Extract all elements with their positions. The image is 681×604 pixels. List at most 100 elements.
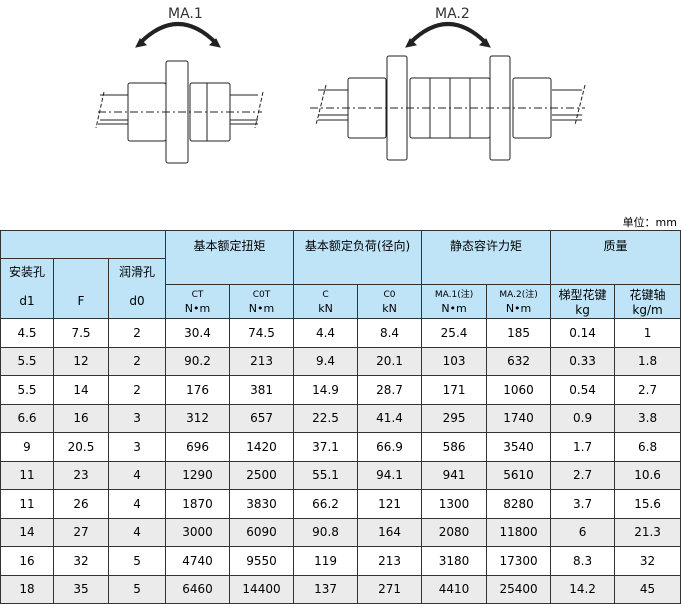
table-cell: 1 [614,318,681,348]
column-symbol: C0T [252,289,271,300]
table-cell: 0.14 [550,318,616,348]
column-unit: N•m [505,301,532,315]
moment-label-2: MA.2 [435,6,470,22]
header-blank [0,230,167,259]
table-cell: 17300 [486,546,552,576]
table-cell: 137 [293,574,359,604]
table-cell: 5 [107,574,167,604]
table-cell: 213 [357,546,423,576]
table-cell: 18 [0,574,54,604]
table-cell: 66.9 [357,432,423,462]
column-symbol: F [77,294,85,309]
table-cell: 1.7 [550,432,616,462]
table-cell: 1.8 [614,346,681,376]
table-cell: 5.5 [0,375,54,405]
table-cell: 12 [53,346,109,376]
column-unit: kN [382,301,397,315]
table-cell: 3 [107,403,167,433]
column-unit: kg/m [632,303,663,317]
column-symbol: MA.1(注) [434,289,474,300]
table-cell: 941 [421,460,488,490]
table-cell: 696 [165,432,231,462]
table-cell: 3000 [165,517,231,547]
header-static-moment: 静态容许力矩 [421,230,552,285]
table-cell: 0.54 [550,375,616,405]
table-cell: 90.8 [293,517,359,547]
table-cell: 41.4 [357,403,423,433]
table-cell: 6460 [165,574,231,604]
table-cell: 32 [614,546,681,576]
column-symbol: 梯型花键 [558,288,607,302]
moment-arrow-1: MA.1 [135,6,221,48]
table-cell: 27 [53,517,109,547]
table-cell: 119 [293,546,359,576]
double-flange-nut [310,55,586,161]
table-cell: 0.9 [550,403,616,433]
table-cell: 1870 [165,489,231,519]
table-cell: 2 [107,346,167,376]
table-cell: 3830 [229,489,295,519]
table-cell: 1290 [165,460,231,490]
single-flange-nut [95,60,264,164]
column-symbol: d0 [129,294,145,309]
table-cell: 9.4 [293,346,359,376]
table-cell: 2.7 [614,375,681,405]
table-cell: 8.4 [357,318,423,348]
table-cell: 295 [421,403,488,433]
table-cell: 2 [107,318,167,348]
table-cell: 6090 [229,517,295,547]
table-cell: 28.7 [357,375,423,405]
table-cell: 22.5 [293,403,359,433]
table-cell: 1060 [486,375,552,405]
table-cell: 20.5 [53,432,109,462]
column-header: MA.2(注)N•m [486,284,552,319]
table-cell: 16 [53,403,109,433]
table-cell: 1420 [229,432,295,462]
table-cell: 30.4 [165,318,231,348]
table-cell: 37.1 [293,432,359,462]
table-cell: 14.2 [550,574,616,604]
table-cell: 25400 [486,574,552,604]
table-cell: 176 [165,375,231,405]
table-cell: 3.7 [550,489,616,519]
table-cell: 3540 [486,432,552,462]
table-cell: 271 [357,574,423,604]
header-blank-f [53,258,109,285]
table-cell: 55.1 [293,460,359,490]
table-cell: 164 [357,517,423,547]
table-cell: 121 [357,489,423,519]
table-cell: 586 [421,432,488,462]
table-cell: 381 [229,375,295,405]
table-cell: 35 [53,574,109,604]
table-cell: 4410 [421,574,488,604]
table-cell: 14 [0,517,54,547]
table-cell: 5610 [486,460,552,490]
column-symbol: CT [191,289,204,300]
table-cell: 9 [0,432,54,462]
table-cell: 2080 [421,517,488,547]
table-cell: 45 [614,574,681,604]
table-cell: 14.9 [293,375,359,405]
table-cell: 2.7 [550,460,616,490]
column-symbol: MA.2(注) [499,289,538,300]
column-unit: N•m [184,301,211,315]
table-cell: 657 [229,403,295,433]
unit-label: 单位：mm [622,216,677,229]
table-cell: 6.6 [0,403,54,433]
table-cell: 103 [421,346,488,376]
table-cell: 171 [421,375,488,405]
table-cell: 90.2 [165,346,231,376]
table-cell: 11800 [486,517,552,547]
